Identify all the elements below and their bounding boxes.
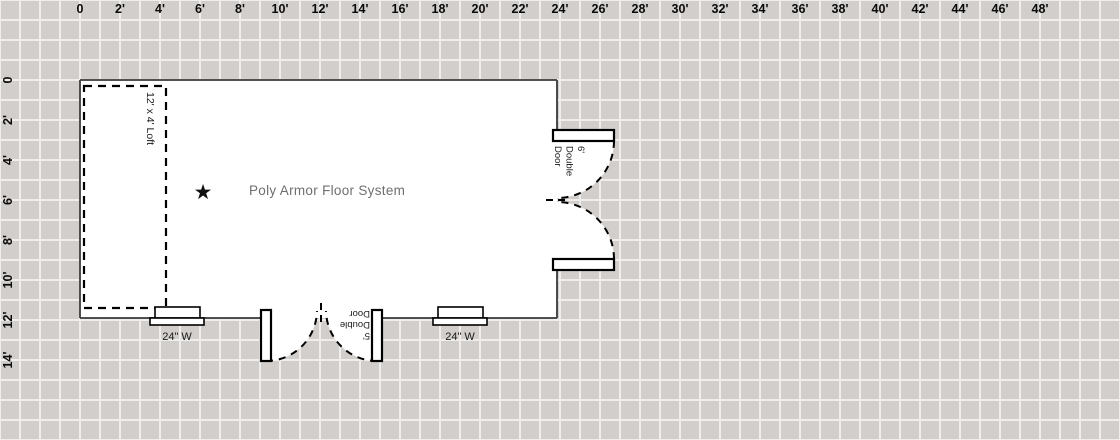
loft-outline[interactable] [82,84,168,310]
ruler-label: 20' [471,2,489,16]
loft-label: 12' x 4' Loft [144,92,156,145]
door-leaf[interactable] [370,308,384,363]
window-frame[interactable] [437,306,484,319]
ruler-label: 16' [391,2,409,16]
ruler-label: 38' [831,2,849,16]
ruler-label: 32' [711,2,729,16]
door-swing-arc [265,310,318,362]
ruler-label: 48' [1031,2,1049,16]
ruler-label: 12' [311,2,329,16]
building-floor[interactable] [80,80,557,318]
door-leaf[interactable] [259,308,273,363]
window-1[interactable]: 24" W [149,306,205,343]
ruler-label: 4' [155,2,165,16]
bottom-door-leaves[interactable]: 5' Double Door [259,308,384,363]
ruler-label: 22' [511,2,529,16]
door-swing-area [326,310,377,361]
ruler-label: 42' [911,2,929,16]
floor-system-label: Poly Armor Floor System [249,183,405,198]
window-sill[interactable] [432,317,488,326]
bottom-door-label: 5' Double Door [337,308,370,341]
ruler-label: 8' [235,2,245,16]
ruler-label: 26' [591,2,609,16]
ruler-label: 18' [431,2,449,16]
floor-system[interactable]: ★ Poly Armor Floor System [194,181,406,204]
ruler-label: 30' [671,2,689,16]
ruler-label: 14' [351,2,369,16]
door-swing-arc [557,201,615,260]
door-swing-area [266,310,317,361]
ruler-label: 10' [271,2,289,16]
ruler-label: 6' [195,2,205,16]
window-2[interactable]: 24" W [432,306,488,343]
right-door-leaves[interactable]: 6' Double Door [551,128,616,272]
window-label: 24" W [445,331,475,343]
ruler-label: 2' [115,2,125,16]
door-leaf[interactable] [551,128,616,143]
door-leaf[interactable] [551,257,616,272]
ruler-label: 28' [631,2,649,16]
ruler-label: 44' [951,2,969,16]
bottom-double-door[interactable] [265,303,378,362]
window-label: 24" W [162,331,192,343]
door-swing-arc [557,140,615,199]
right-door-label: 6' Double Door [552,146,586,179]
ruler-label: 46' [991,2,1009,16]
door-swing-arc [325,310,378,362]
window-frame[interactable] [154,306,201,319]
ruler-label: 34' [751,2,769,16]
loft[interactable]: 12' x 4' Loft [82,84,168,310]
window-sill[interactable] [149,317,205,326]
ruler-label: 0 [76,2,84,16]
building[interactable] [80,80,557,318]
ruler-label: 24' [551,2,569,16]
door-swing-area [557,141,614,198]
ruler-label: 36' [791,2,809,16]
right-double-door[interactable] [546,140,615,260]
door-swing-area [557,202,614,259]
ruler-label: 40' [871,2,889,16]
star-icon[interactable]: ★ [194,181,213,204]
